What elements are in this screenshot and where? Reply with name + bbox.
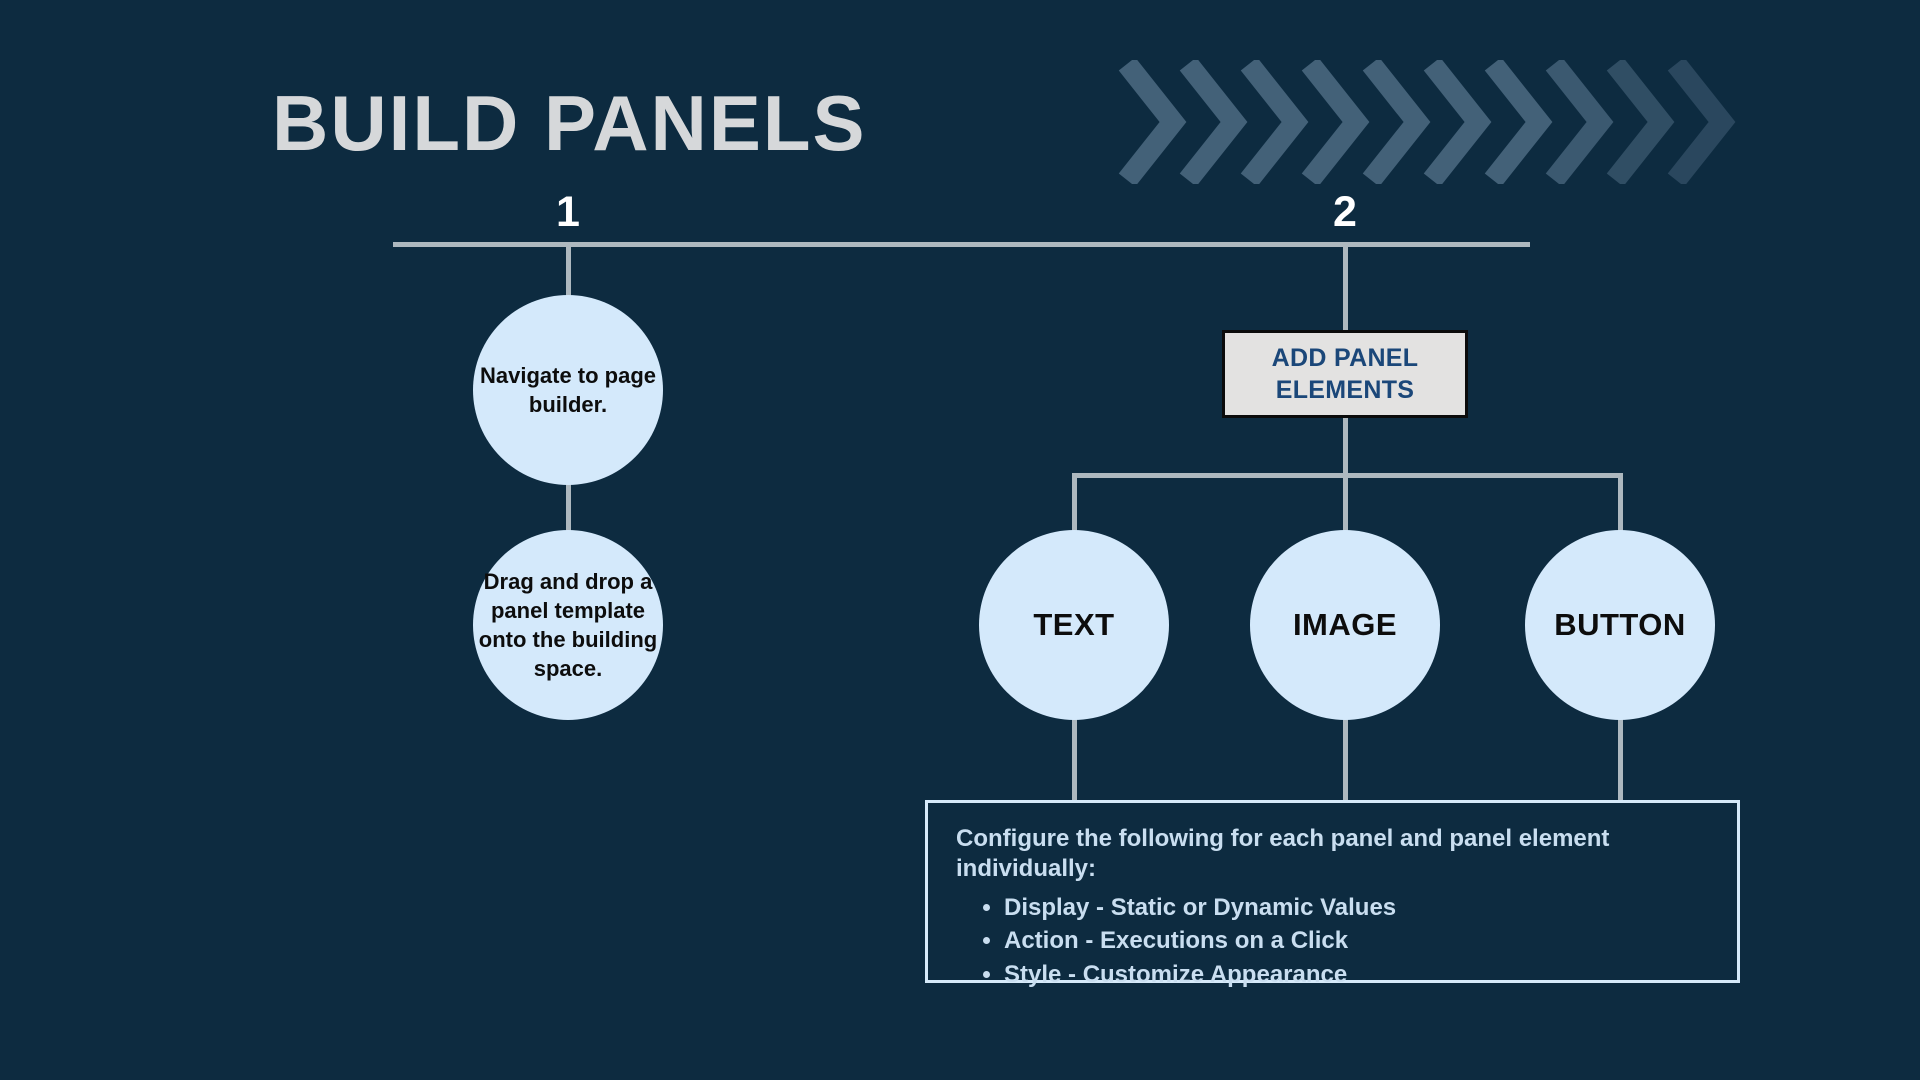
connector-line: [1618, 718, 1623, 803]
step1-node2-label: Drag and drop a panel template onto the …: [478, 568, 658, 682]
connector-line: [1343, 416, 1348, 478]
step1-node-circle: Navigate to page builder.: [473, 295, 663, 485]
element-image-label: IMAGE: [1292, 607, 1398, 642]
chevron-arrows-icon: [1118, 60, 1736, 184]
configure-bullet-list: Display - Static or Dynamic Values Actio…: [956, 893, 1709, 990]
configure-bullet-style: Style - Customize Appearance: [1004, 960, 1709, 990]
element-circle-image: IMAGE: [1250, 530, 1440, 720]
connector-line: [1072, 473, 1077, 533]
step-number-2: 2: [1333, 188, 1357, 236]
timeline-line: [393, 242, 1530, 247]
step-number-1: 1: [556, 188, 580, 236]
connector-line: [1343, 478, 1348, 533]
connector-line: [566, 480, 571, 535]
element-text-label: TEXT: [1033, 607, 1115, 642]
connector-line: [566, 242, 571, 300]
configure-box: Configure the following for each panel a…: [925, 800, 1740, 988]
page-title: BUILD PANELS: [272, 79, 867, 167]
connector-line: [1072, 718, 1077, 803]
add-panel-elements-box: ADD PANEL ELEMENTS: [1222, 330, 1468, 418]
add-panel-elements-label: ADD PANEL ELEMENTS: [1271, 343, 1419, 405]
element-circle-button: BUTTON: [1525, 530, 1715, 720]
step1-node1-label: Navigate to page builder.: [479, 362, 657, 417]
connector-line: [1343, 718, 1348, 803]
branch-line: [1072, 473, 1623, 478]
connector-line: [1343, 242, 1348, 334]
step1-node-circle: Drag and drop a panel template onto the …: [473, 530, 663, 720]
configure-bullet-display: Display - Static or Dynamic Values: [1004, 893, 1709, 923]
configure-bullet-action: Action - Executions on a Click: [1004, 926, 1709, 956]
element-circle-text: TEXT: [979, 530, 1169, 720]
configure-heading: Configure the following for each panel a…: [956, 825, 1610, 882]
element-button-label: BUTTON: [1554, 607, 1686, 642]
connector-line: [1618, 473, 1623, 533]
